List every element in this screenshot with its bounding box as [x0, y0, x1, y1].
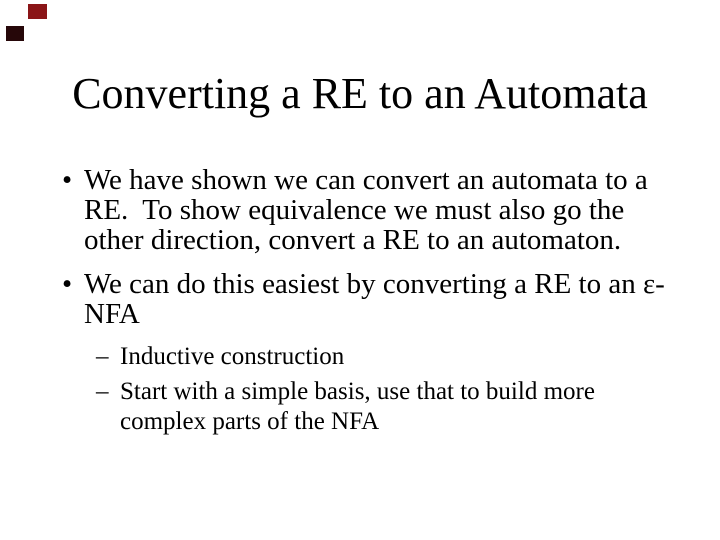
sub-bullet-item: – Inductive construction	[96, 342, 344, 372]
dash-marker: –	[96, 378, 109, 405]
bullet-text-line: NFA	[84, 298, 140, 330]
sub-bullet-text-line: Start with a simple basis, use that to b…	[120, 378, 595, 405]
bullet-text: We can do this easiest by converting a R…	[84, 269, 665, 329]
bullet-text-line: We have shown we can convert an automata…	[84, 164, 648, 196]
dash-marker: –	[96, 343, 109, 370]
sub-bullet-text: Inductive construction	[120, 342, 344, 372]
sub-bullet-text-line: Inductive construction	[120, 343, 345, 370]
sub-bullet-text: Start with a simple basis, use that to b…	[120, 377, 595, 437]
bullet-item: • We can do this easiest by converting a…	[62, 269, 665, 329]
bullet-marker: •	[62, 268, 73, 300]
corner-mark-bottom	[6, 26, 24, 41]
bullet-text-line: other direction, convert a RE to an auto…	[84, 224, 622, 256]
bullet-marker: •	[62, 164, 73, 196]
bullet-text: We have shown we can convert an automata…	[84, 165, 648, 255]
sub-bullet-text-line: complex parts of the NFA	[120, 408, 380, 435]
corner-mark-top	[28, 4, 47, 19]
slide-title: Converting a RE to an Automata	[72, 69, 648, 118]
bullet-item: • We have shown we can convert an automa…	[62, 165, 648, 255]
bullet-text-line: RE. To show equivalence we must also go …	[84, 194, 625, 226]
sub-bullet-item: – Start with a simple basis, use that to…	[96, 377, 595, 437]
bullet-text-line: We can do this easiest by converting a R…	[84, 268, 665, 300]
